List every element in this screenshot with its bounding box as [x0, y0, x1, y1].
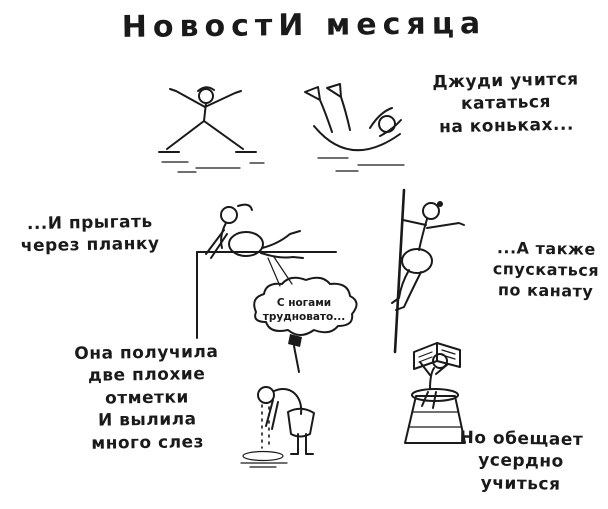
- spread-eagle-skater-drawing: [158, 86, 265, 173]
- caption-rope: ...А также спускаться по канату: [492, 238, 600, 302]
- rope-climber-drawing: [391, 188, 465, 354]
- caption-jumping: ...И прыгать через планку: [20, 211, 160, 257]
- fallen-skater-drawing: [304, 83, 405, 172]
- speech-bubble-cloud: [253, 256, 358, 336]
- caption-grades: Она получила две плохие отметки И вылила…: [74, 341, 219, 454]
- high-jump-drawing: [196, 203, 337, 339]
- crying-girl-drawing: [240, 334, 315, 468]
- speech-bubble-text: С ногами трудновато...: [262, 297, 346, 324]
- caption-skating: Джуди учится кататься на коньках...: [432, 69, 579, 138]
- reading-on-stool-drawing: [404, 342, 466, 444]
- caption-promise: Но обещает усердно учиться: [459, 427, 584, 495]
